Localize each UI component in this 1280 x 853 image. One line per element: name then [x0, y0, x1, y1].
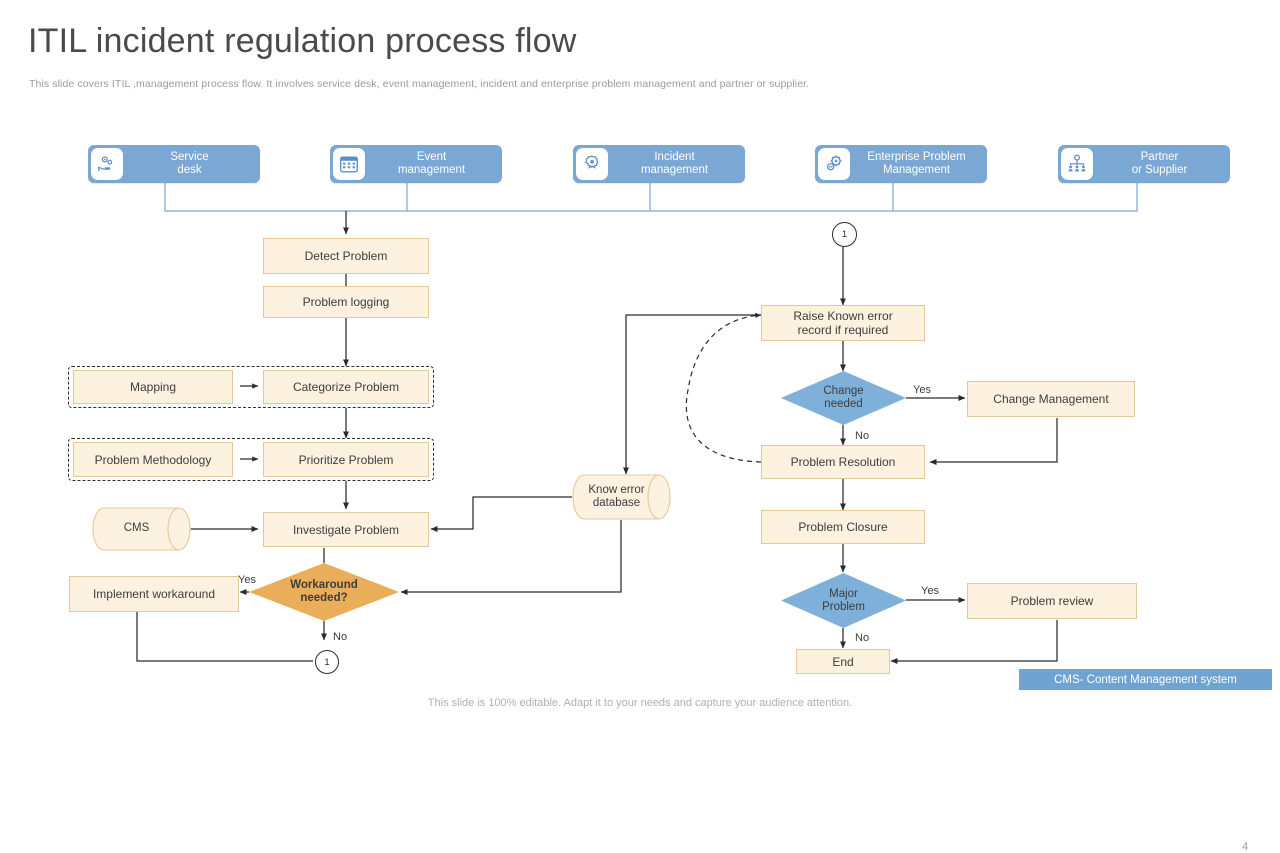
calendar-icon — [333, 148, 365, 180]
hand-gears-icon — [91, 148, 123, 180]
page-number: 4 — [1242, 841, 1249, 853]
lane-service-desk[interactable]: Service desk — [88, 145, 260, 183]
lane-label: Enterprise Problem Management — [867, 150, 966, 177]
node-cms[interactable]: CMS — [92, 507, 191, 551]
lane-partner-or-supplier[interactable]: Partner or Supplier — [1058, 145, 1230, 183]
gear-person-icon — [576, 148, 608, 180]
decision-label: Workaround needed? — [290, 579, 358, 604]
connector-ref-bottom[interactable]: 1 — [315, 650, 339, 674]
page-title: ITIL incident regulation process flow — [28, 22, 577, 60]
edge-label-workaround-no: No — [333, 631, 348, 643]
decision-workaround-needed[interactable]: Workaround needed? — [249, 563, 399, 621]
lane-label: Event management — [397, 150, 466, 177]
decision-major-problem[interactable]: Major Problem — [781, 573, 906, 628]
edge-label-change-no: No — [855, 430, 870, 442]
decision-change-needed[interactable]: Change needed — [781, 371, 906, 425]
node-prioritize-problem[interactable]: Prioritize Problem — [263, 442, 429, 477]
node-problem-closure[interactable]: Problem Closure — [761, 510, 925, 544]
decision-label: Major Problem — [822, 587, 865, 613]
node-problem-logging[interactable]: Problem logging — [263, 286, 429, 318]
node-raise-known-error[interactable]: Raise Known error record if required — [761, 305, 925, 341]
footer-note: This slide is 100% editable. Adapt it to… — [427, 697, 853, 709]
legend-cms: CMS- Content Management system — [1019, 669, 1272, 690]
node-implement-workaround[interactable]: Implement workaround — [69, 576, 239, 612]
node-mapping[interactable]: Mapping — [73, 370, 233, 404]
decision-label: Change needed — [823, 385, 864, 410]
lane-enterprise-problem-management[interactable]: Enterprise Problem Management — [815, 145, 987, 183]
node-end[interactable]: End — [796, 649, 890, 674]
lane-incident-management[interactable]: Incident management — [573, 145, 745, 183]
node-problem-resolution[interactable]: Problem Resolution — [761, 445, 925, 479]
node-investigate-problem[interactable]: Investigate Problem — [263, 512, 429, 547]
org-chart-icon — [1061, 148, 1093, 180]
node-problem-methodology[interactable]: Problem Methodology — [73, 442, 233, 477]
node-problem-review[interactable]: Problem review — [967, 583, 1137, 619]
lane-label: Service desk — [170, 150, 209, 177]
node-categorize-problem[interactable]: Categorize Problem — [263, 370, 429, 404]
slide-canvas: ITIL incident regulation process flow Th… — [28, 22, 1272, 853]
connector-ref-top[interactable]: 1 — [832, 222, 857, 247]
edge-label-change-yes: Yes — [913, 384, 931, 396]
page-subtitle: This slide covers ITIL ,management proce… — [29, 78, 810, 90]
edge-label-workaround-yes: Yes — [238, 574, 256, 586]
node-know-error-database[interactable]: Know error database — [572, 474, 671, 520]
node-change-management[interactable]: Change Management — [967, 381, 1135, 417]
node-detect-problem[interactable]: Detect Problem — [263, 238, 429, 274]
edge-label-major-yes: Yes — [921, 585, 939, 597]
node-label: CMS — [123, 522, 150, 535]
lane-label: Incident management — [640, 150, 709, 177]
node-label: Know error database — [588, 483, 645, 510]
lane-label: Partner or Supplier — [1131, 150, 1188, 177]
lane-event-management[interactable]: Event management — [330, 145, 502, 183]
group-prioritize — [68, 438, 434, 481]
edge-label-major-no: No — [855, 632, 870, 644]
group-categorize — [68, 366, 434, 408]
gears-icon — [818, 148, 850, 180]
